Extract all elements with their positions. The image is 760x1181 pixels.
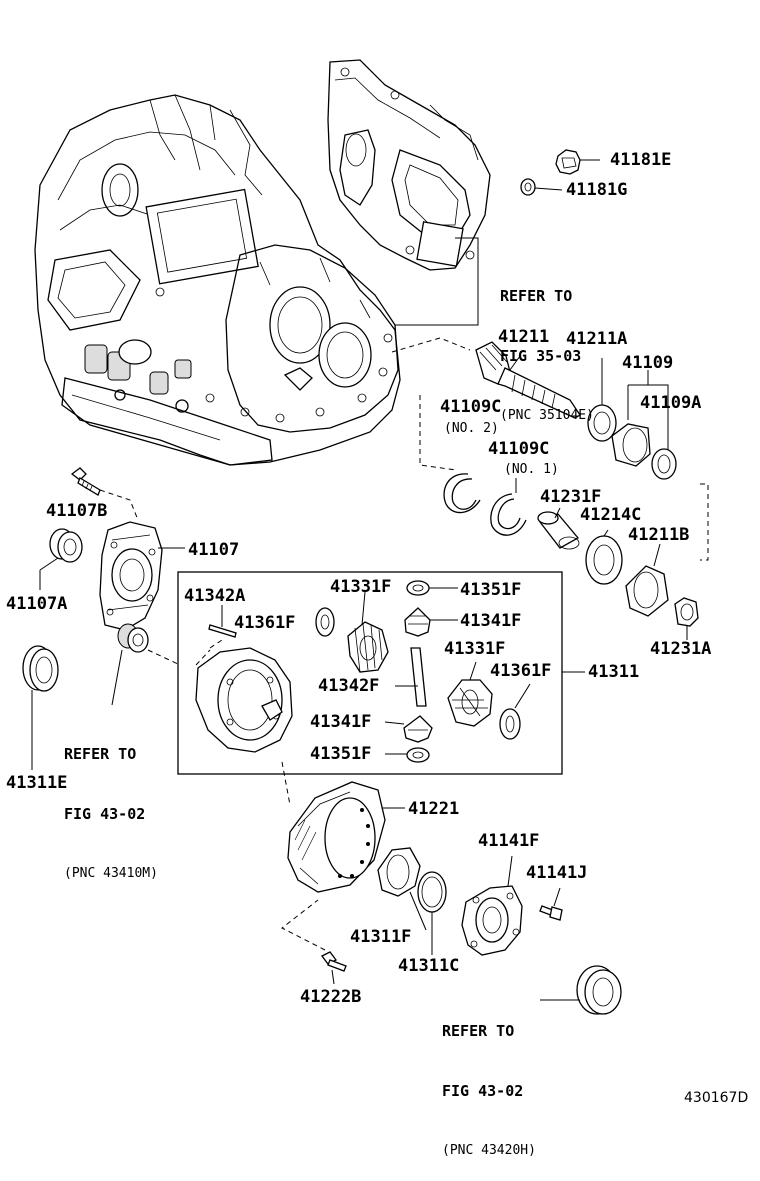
label-41109C-no1: 41109C <box>488 439 550 459</box>
label-41181G: 41181G <box>566 180 628 200</box>
note-line: (PNC 43410M) <box>64 866 158 881</box>
note-line: (PNC 43420H) <box>442 1143 536 1158</box>
washer-41351F-a <box>406 580 458 596</box>
label-41342A: 41342A <box>184 586 246 606</box>
note-refer-fig-35-03: REFER TO FIG 35-03 (PNC 35104E) <box>500 246 594 446</box>
label-41107A: 41107A <box>6 594 68 614</box>
label-41231A: 41231A <box>650 639 712 659</box>
transaxle-case <box>34 94 401 466</box>
plug-41181E <box>555 149 600 175</box>
note-line: FIG 43-02 <box>64 805 146 823</box>
label-no2: (NO. 2) <box>444 419 499 439</box>
label-41361F-a: 41361F <box>234 613 296 633</box>
label-41109A: 41109A <box>640 393 702 413</box>
pinion-shaft-41211 <box>475 341 581 419</box>
bolt-41141J <box>539 887 563 921</box>
label-41341F-a: 41341F <box>460 611 522 631</box>
label-no1: (NO. 1) <box>504 460 559 480</box>
differential-case <box>195 639 293 753</box>
label-41221: 41221 <box>408 799 460 819</box>
bearing-43410M <box>111 623 181 706</box>
note-line: REFER TO <box>64 745 137 763</box>
label-41107B: 41107B <box>46 501 108 521</box>
label-41311E: 41311E <box>6 773 68 793</box>
label-41351F-b: 41351F <box>310 744 372 764</box>
parts-diagram <box>22 59 709 1015</box>
retainer-41141F <box>461 855 523 956</box>
nut-41231A <box>674 597 699 640</box>
bolt-41222B <box>281 899 347 985</box>
clutch-housing <box>327 59 491 271</box>
label-41214C: 41214C <box>580 505 642 525</box>
ring-gear-41221 <box>287 781 405 893</box>
label-41351F-a: 41351F <box>460 580 522 600</box>
label-41141J: 41141J <box>526 863 588 883</box>
retainer-41107 <box>99 521 185 631</box>
bearing-41211B <box>625 543 669 617</box>
bearing-41311F <box>377 847 427 931</box>
label-41141F: 41141F <box>478 831 540 851</box>
washer-41361F-b <box>499 683 531 740</box>
label-41341F-b: 41341F <box>310 712 372 732</box>
note-line: REFER TO <box>442 1022 515 1040</box>
label-41211: 41211 <box>498 327 550 347</box>
snap-ring-41109C-no2 <box>419 395 481 514</box>
seal-41311E <box>22 645 59 770</box>
note-line: (NO. 2) <box>444 421 499 436</box>
label-41331F-a: 41331F <box>330 577 392 597</box>
note-refer-fig-43-02-b: REFER TO FIG 43-02 (PNC 43420H) <box>442 981 536 1181</box>
gasket-41181G <box>520 178 563 196</box>
bolt-41107B <box>70 467 139 521</box>
spacer-41231F <box>537 507 580 550</box>
figure-id: 430167D <box>684 1090 749 1106</box>
washer-41361F-a <box>315 607 335 637</box>
note-line: FIG 35-03 <box>500 347 582 365</box>
note-line: (PNC 35104E) <box>500 408 594 423</box>
seal-43420H <box>540 965 622 1015</box>
side-gear-41331F-b <box>447 661 493 727</box>
label-41311F: 41311F <box>350 927 412 947</box>
note-line: REFER TO <box>500 287 573 305</box>
pinion-gear-41341F-a <box>404 607 458 637</box>
note-refer-fig-43-02-a: REFER TO FIG 43-02 (PNC 43410M) <box>64 704 158 904</box>
washer-41351F-b <box>385 747 430 763</box>
differential-box <box>177 571 563 775</box>
label-41107: 41107 <box>188 540 240 560</box>
pin-41342A <box>208 605 237 638</box>
label-41109: 41109 <box>622 353 674 373</box>
bearing-41109 <box>611 370 677 480</box>
label-41311: 41311 <box>588 662 640 682</box>
ref-fig35-leader <box>395 237 479 326</box>
label-41361F-b: 41361F <box>490 661 552 681</box>
label-41181E: 41181E <box>610 150 672 170</box>
pinion-gear-41341F-b <box>384 715 433 743</box>
bearing-41211A <box>587 358 617 442</box>
snap-ring-41109C-no1 <box>490 478 527 536</box>
note-line: (NO. 1) <box>504 462 559 477</box>
label-41311C: 41311C <box>398 956 460 976</box>
label-41222B: 41222B <box>300 987 362 1007</box>
race-41214C <box>585 529 623 585</box>
label-41109C-no2: 41109C <box>440 397 502 417</box>
shim-41311C <box>417 871 447 955</box>
side-gear-41331F-a <box>347 591 389 673</box>
label-41231F: 41231F <box>540 487 602 507</box>
note-line: FIG 43-02 <box>442 1082 524 1100</box>
label-41342F: 41342F <box>318 676 380 696</box>
label-41211B: 41211B <box>628 525 690 545</box>
seal-41107A <box>39 528 83 590</box>
label-41331F-b: 41331F <box>444 639 506 659</box>
label-41211A: 41211A <box>566 329 628 349</box>
shaft-41342F <box>395 647 427 707</box>
